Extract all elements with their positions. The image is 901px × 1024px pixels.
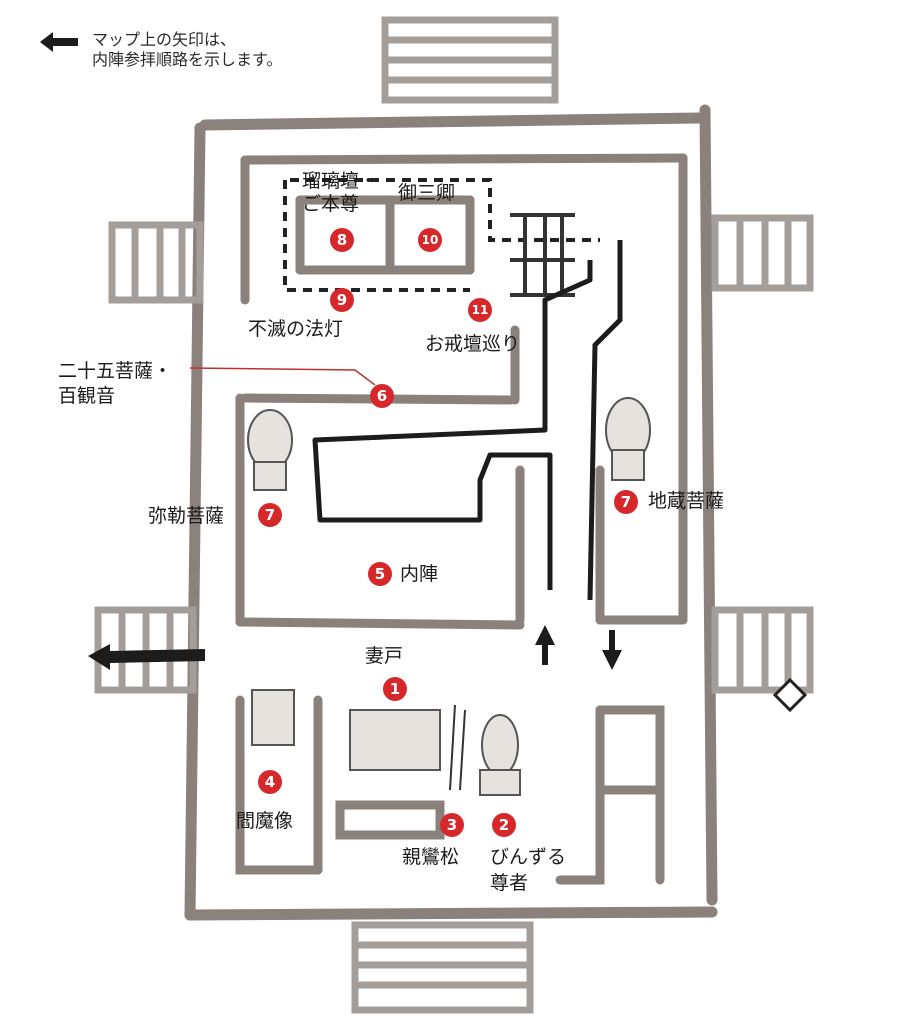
inner-wall bbox=[235, 153, 688, 630]
statue-sketches bbox=[247, 397, 651, 796]
leader-line bbox=[189, 367, 376, 386]
marker-4: 4 bbox=[258, 770, 282, 794]
label-gohonzon: ご本尊 bbox=[302, 193, 360, 215]
marker-3: 3 bbox=[440, 813, 464, 837]
kaidan-corridor bbox=[510, 213, 575, 297]
label-gosankyou: 御三卿 bbox=[398, 182, 456, 204]
main-route bbox=[312, 260, 593, 590]
route-arrows bbox=[88, 625, 622, 670]
diamond-marker bbox=[772, 677, 808, 713]
exit-route bbox=[587, 240, 623, 601]
marker-5: 5 bbox=[368, 562, 392, 586]
marker-7-jizou: 7 bbox=[614, 490, 638, 514]
label-binzuru-2: 尊者 bbox=[490, 872, 529, 894]
legend-line-2: 内陣参拝順路を示します。 bbox=[92, 50, 283, 69]
marker-9: 9 bbox=[330, 288, 354, 312]
marker-6: 6 bbox=[370, 384, 394, 408]
marker-8: 8 bbox=[330, 228, 354, 252]
marker-10: 10 bbox=[418, 228, 442, 252]
label-nijugo-1: 二十五菩薩・ bbox=[58, 360, 173, 382]
legend-line-1: マップ上の矢印は、 bbox=[92, 30, 237, 49]
label-shinranmatsu: 親鸞松 bbox=[402, 846, 460, 868]
label-tsumado: 妻戸 bbox=[365, 645, 404, 667]
marker-11: 11 bbox=[468, 298, 492, 322]
stairs bbox=[94, 16, 814, 1014]
marker-2: 2 bbox=[492, 813, 516, 837]
marker-7-miroku: 7 bbox=[258, 503, 282, 527]
label-jizou: 地蔵菩薩 bbox=[648, 490, 725, 512]
label-rurikoudan: 瑠璃壇・ bbox=[302, 170, 379, 192]
label-enma: 閻魔像 bbox=[236, 810, 294, 832]
lower-structures bbox=[235, 695, 665, 885]
label-fumetsu: 不滅の法灯 bbox=[248, 318, 344, 340]
label-binzuru-1: びんずる bbox=[490, 846, 567, 868]
dashed-route bbox=[283, 178, 600, 292]
label-naijin: 内陣 bbox=[400, 563, 439, 585]
label-nijugo-2: 百観音 bbox=[58, 385, 116, 407]
label-okaidan: お戒壇巡り bbox=[425, 333, 521, 355]
legend-arrow-icon bbox=[40, 32, 78, 52]
label-miroku: 弥勒菩薩 bbox=[148, 505, 225, 527]
marker-1: 1 bbox=[383, 677, 407, 701]
